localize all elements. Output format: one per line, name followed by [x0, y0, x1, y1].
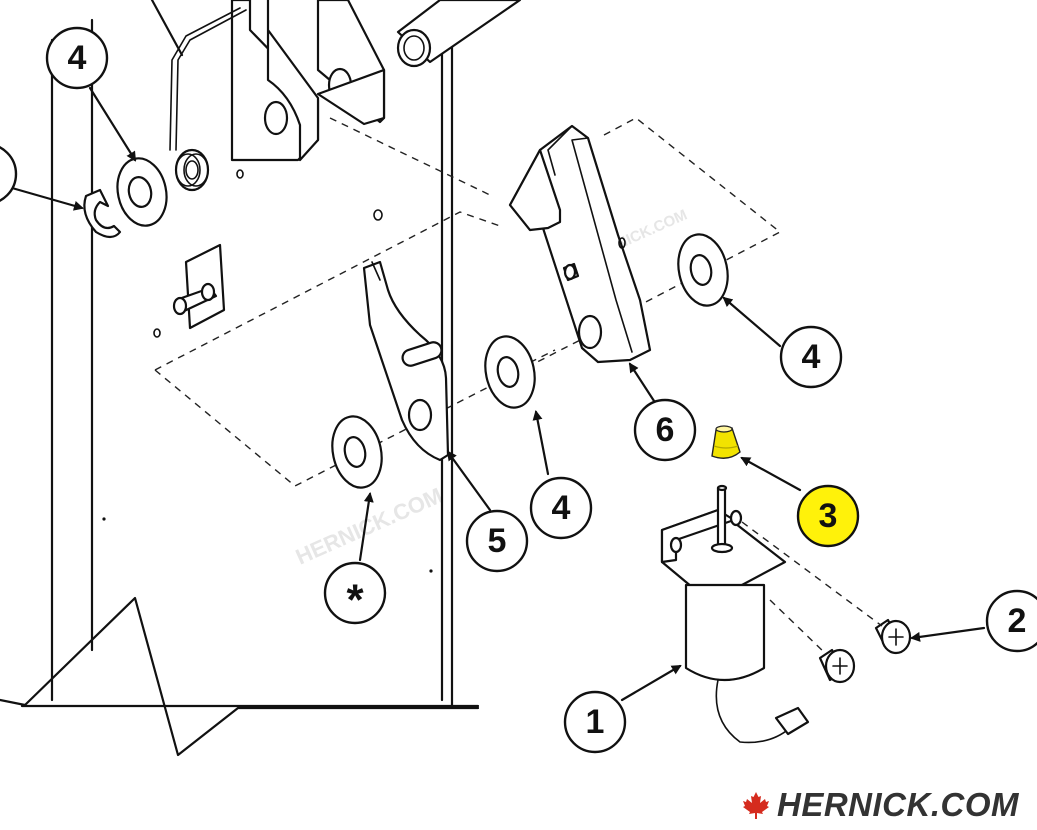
screw-upper [874, 618, 912, 655]
assembly-plane-right [603, 117, 782, 306]
top-bracket [230, 0, 386, 162]
callout-3-highlighted: 3 [796, 484, 860, 548]
washer-middle [484, 335, 536, 409]
e-clip [83, 188, 122, 239]
callout-label: 5 [488, 522, 507, 560]
washer-right [677, 233, 729, 307]
plunger-tip [711, 425, 741, 459]
callout-4-right: 4 [779, 325, 843, 389]
torsion-spring [169, 7, 247, 192]
brand-logo: HERNICK.COM [741, 786, 1019, 824]
callout-6: 6 [633, 398, 697, 462]
latch-stud [172, 243, 226, 330]
callout-label: 4 [802, 338, 821, 376]
callout-partial-left [0, 146, 18, 202]
lever-plate [362, 260, 450, 462]
brand-text: HERNICK.COM [777, 786, 1019, 823]
callout-5: 5 [465, 509, 529, 573]
solenoid [660, 484, 810, 744]
washer-lower [331, 415, 383, 489]
callout-2: 2 [985, 589, 1037, 653]
callout-label: 6 [656, 411, 675, 449]
leader-lines [10, 0, 986, 702]
callout-label: 1 [586, 703, 605, 741]
actuator-block [508, 124, 652, 364]
callout-4-middle: 4 [529, 476, 593, 540]
washer-left [116, 157, 168, 227]
maple-leaf-icon [743, 792, 769, 819]
callout-4-top-left: 4 [45, 26, 109, 90]
assembly-plane-upper [329, 117, 491, 196]
callout-label: 4 [68, 39, 87, 77]
callout-label: 3 [819, 497, 838, 535]
callout-label: * [346, 576, 364, 625]
callout-label: 2 [1008, 602, 1027, 640]
shaft [396, 0, 522, 68]
callout-asterisk: * [323, 561, 387, 625]
assembly-plane-lower [154, 211, 501, 371]
callout-1: 1 [563, 690, 627, 754]
screw-lower [818, 648, 856, 684]
callout-label: 4 [552, 489, 571, 527]
plunger-tip-body [711, 427, 741, 459]
